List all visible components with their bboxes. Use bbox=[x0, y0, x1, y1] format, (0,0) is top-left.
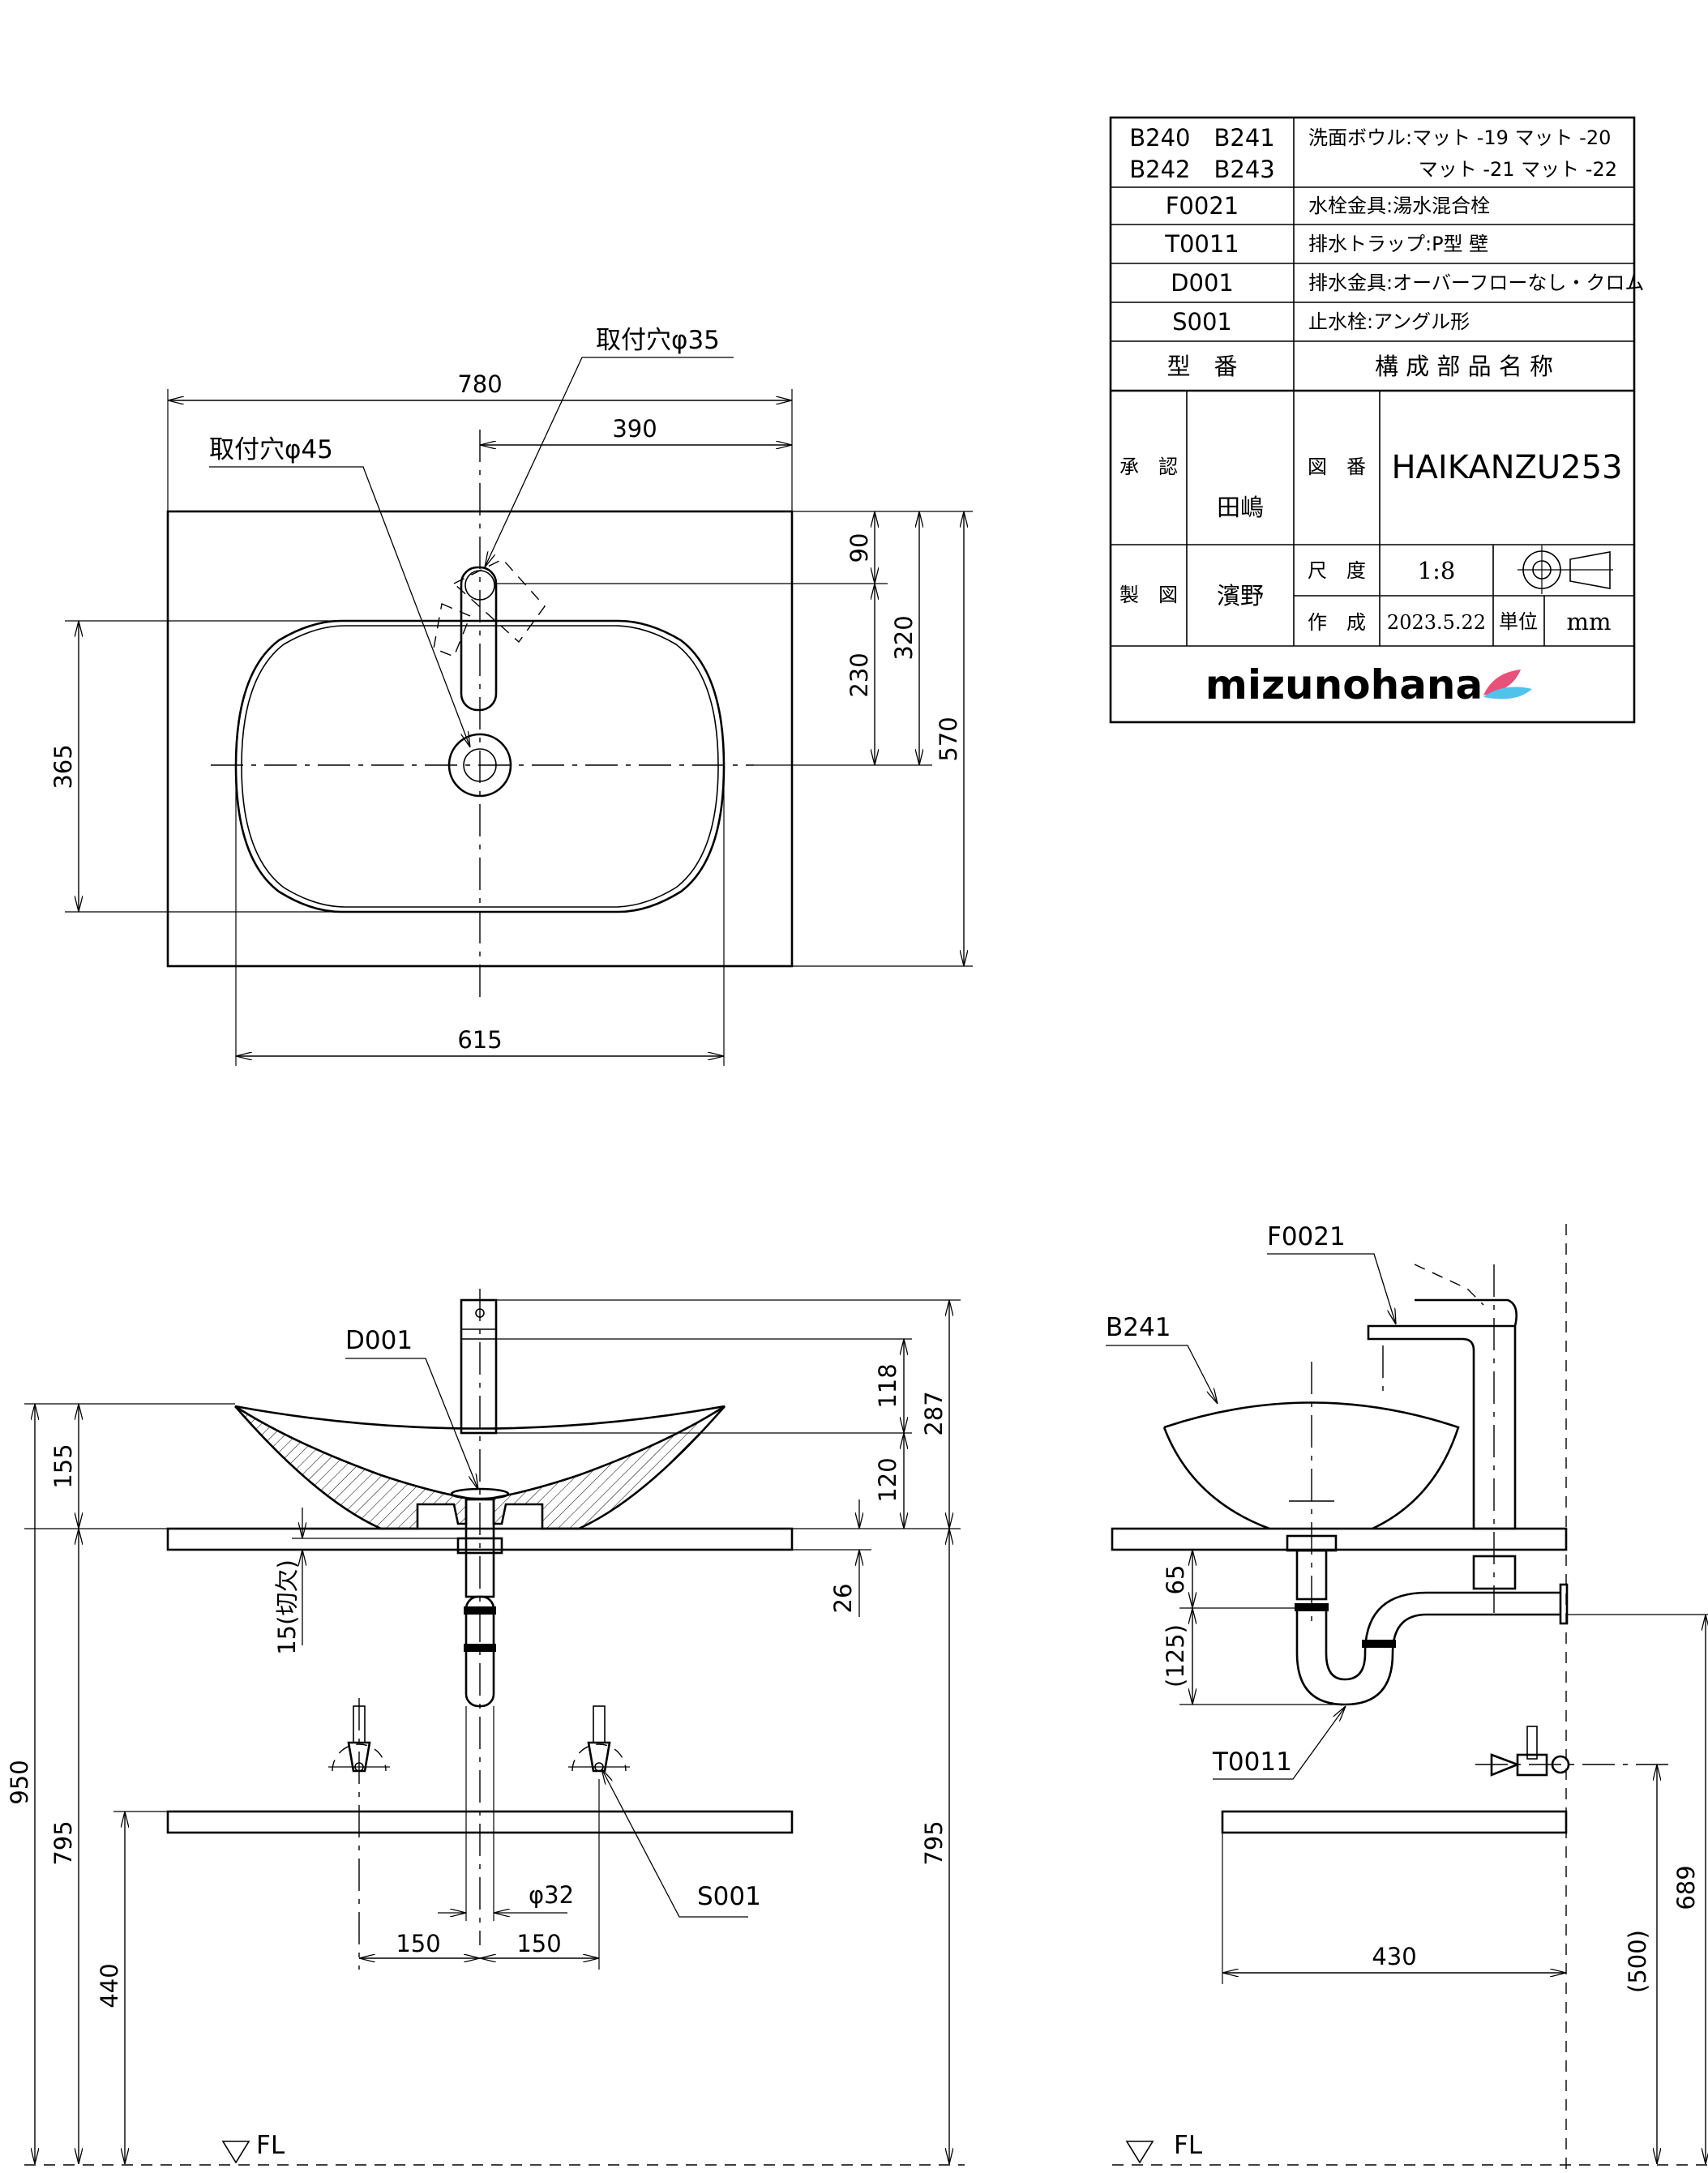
part-code-3: T0011 bbox=[1164, 230, 1239, 258]
approval-label: 承 認 bbox=[1119, 456, 1178, 478]
floor-label-side: FL bbox=[1174, 2131, 1203, 2160]
bowl-section bbox=[234, 1405, 468, 1530]
dim-90: 90 bbox=[845, 533, 873, 563]
title-block: B240 B241 B242 B243 洗面ボウル:マット -19 マット -2… bbox=[1109, 116, 1644, 724]
dim-depth: 570 bbox=[935, 716, 962, 761]
dim-faucet-offset: 390 bbox=[612, 415, 657, 443]
drain-label: D001 bbox=[345, 1326, 413, 1355]
faucet-label: F0021 bbox=[1267, 1222, 1346, 1251]
dim-pipe-dia: φ32 bbox=[529, 1881, 574, 1909]
part-name-1b: マット -21 マット -22 bbox=[1419, 158, 1617, 181]
svg-text:mizunohana: mizunohana bbox=[1205, 661, 1483, 708]
bowl-side bbox=[1162, 1401, 1460, 1530]
faucet-front bbox=[460, 1298, 498, 1435]
dim-155: 155 bbox=[49, 1444, 77, 1488]
unit-value: mm bbox=[1567, 608, 1612, 635]
faucet-plan bbox=[460, 566, 498, 712]
dim-bowl-width: 615 bbox=[457, 1026, 502, 1054]
dim-65: 65 bbox=[1162, 1565, 1189, 1595]
part-name-2: 水栓金具:湯水混合栓 bbox=[1308, 195, 1490, 217]
dim-width: 780 bbox=[457, 370, 502, 398]
dim-320: 320 bbox=[890, 615, 918, 660]
bowl-label: B241 bbox=[1106, 1313, 1171, 1342]
stop-valve-right bbox=[568, 1705, 630, 1970]
dim-120: 120 bbox=[874, 1457, 901, 1502]
hole45-label: 取付穴φ45 bbox=[209, 435, 333, 464]
dim-430: 430 bbox=[1372, 1943, 1416, 1970]
drawing-no-label: 図 番 bbox=[1308, 456, 1366, 478]
angle-valve-side bbox=[1475, 1726, 1670, 1777]
part-code-4: D001 bbox=[1171, 269, 1234, 297]
dim-230: 230 bbox=[845, 652, 873, 697]
part-name-3: 排水トラップ:P型 壁 bbox=[1308, 233, 1488, 255]
valve-label: S001 bbox=[697, 1882, 761, 1911]
third-angle-projection-icon bbox=[1518, 545, 1613, 594]
dim-118: 118 bbox=[874, 1363, 901, 1408]
hole35-label: 取付穴φ35 bbox=[596, 326, 720, 355]
floor-triangle-side bbox=[1125, 2141, 1154, 2164]
created-label: 作 成 bbox=[1308, 611, 1366, 634]
unit-label: 単位 bbox=[1499, 610, 1538, 633]
dim-notch: 15(切欠) bbox=[273, 1559, 301, 1655]
drafted-label: 製 図 bbox=[1119, 584, 1178, 606]
part-code-5: S001 bbox=[1172, 308, 1232, 336]
faucet-side bbox=[1367, 1264, 1518, 1613]
mizunohana-logo: mizunohana bbox=[1205, 661, 1532, 708]
dim-950: 950 bbox=[6, 1760, 33, 1804]
scale-value: 1:8 bbox=[1418, 557, 1456, 584]
dim-440: 440 bbox=[96, 1963, 123, 2008]
dim-bowl-depth: 365 bbox=[49, 744, 77, 789]
dim-125: (125) bbox=[1162, 1624, 1189, 1687]
front-view: 287 118 120 26 155 950 795 440 795 15(切欠… bbox=[6, 1289, 965, 2166]
bowl-outline bbox=[234, 619, 726, 913]
dim-150-left: 150 bbox=[396, 1930, 440, 1957]
drafter: 濱野 bbox=[1217, 582, 1264, 610]
floor-label: FL bbox=[256, 2131, 285, 2160]
floor-triangle bbox=[221, 2141, 250, 2164]
part-name-5: 止水栓:アングル形 bbox=[1308, 310, 1470, 333]
part-name-4: 排水金具:オーバーフローなし・クロム bbox=[1308, 272, 1644, 294]
header-code: 型 番 bbox=[1166, 353, 1237, 380]
header-name: 構 成 部 品 名 称 bbox=[1375, 353, 1553, 380]
dim-287: 287 bbox=[920, 1391, 948, 1435]
dim-689: 689 bbox=[1672, 1865, 1700, 1910]
part-code-2: F0021 bbox=[1166, 192, 1239, 220]
dim-26: 26 bbox=[829, 1584, 857, 1614]
dim-795-left: 795 bbox=[49, 1820, 77, 1865]
drawing-no: HAIKANZU253 bbox=[1391, 449, 1622, 486]
part-name-1a: 洗面ボウル:マット -19 マット -20 bbox=[1308, 126, 1611, 149]
dim-795-right: 795 bbox=[920, 1820, 948, 1865]
approver: 田嶋 bbox=[1217, 494, 1264, 521]
plan-view: 780 390 90 230 320 570 365 615 取付穴φ35 取付… bbox=[49, 326, 973, 1066]
created-date: 2023.5.22 bbox=[1387, 611, 1486, 634]
part-code-1b: B242 B243 bbox=[1129, 156, 1275, 183]
part-code-1a: B240 B241 bbox=[1129, 124, 1275, 152]
scale-label: 尺 度 bbox=[1308, 559, 1366, 582]
dim-500: (500) bbox=[1624, 1930, 1651, 1993]
dim-150-right: 150 bbox=[516, 1930, 561, 1957]
trap-label: T0011 bbox=[1212, 1747, 1292, 1777]
side-view: 65 (125) 430 (500) 689 F0021 B241 T0011 … bbox=[1106, 1222, 1708, 2172]
p-trap bbox=[1295, 1591, 1560, 1706]
stop-valve-left bbox=[328, 1698, 390, 1970]
